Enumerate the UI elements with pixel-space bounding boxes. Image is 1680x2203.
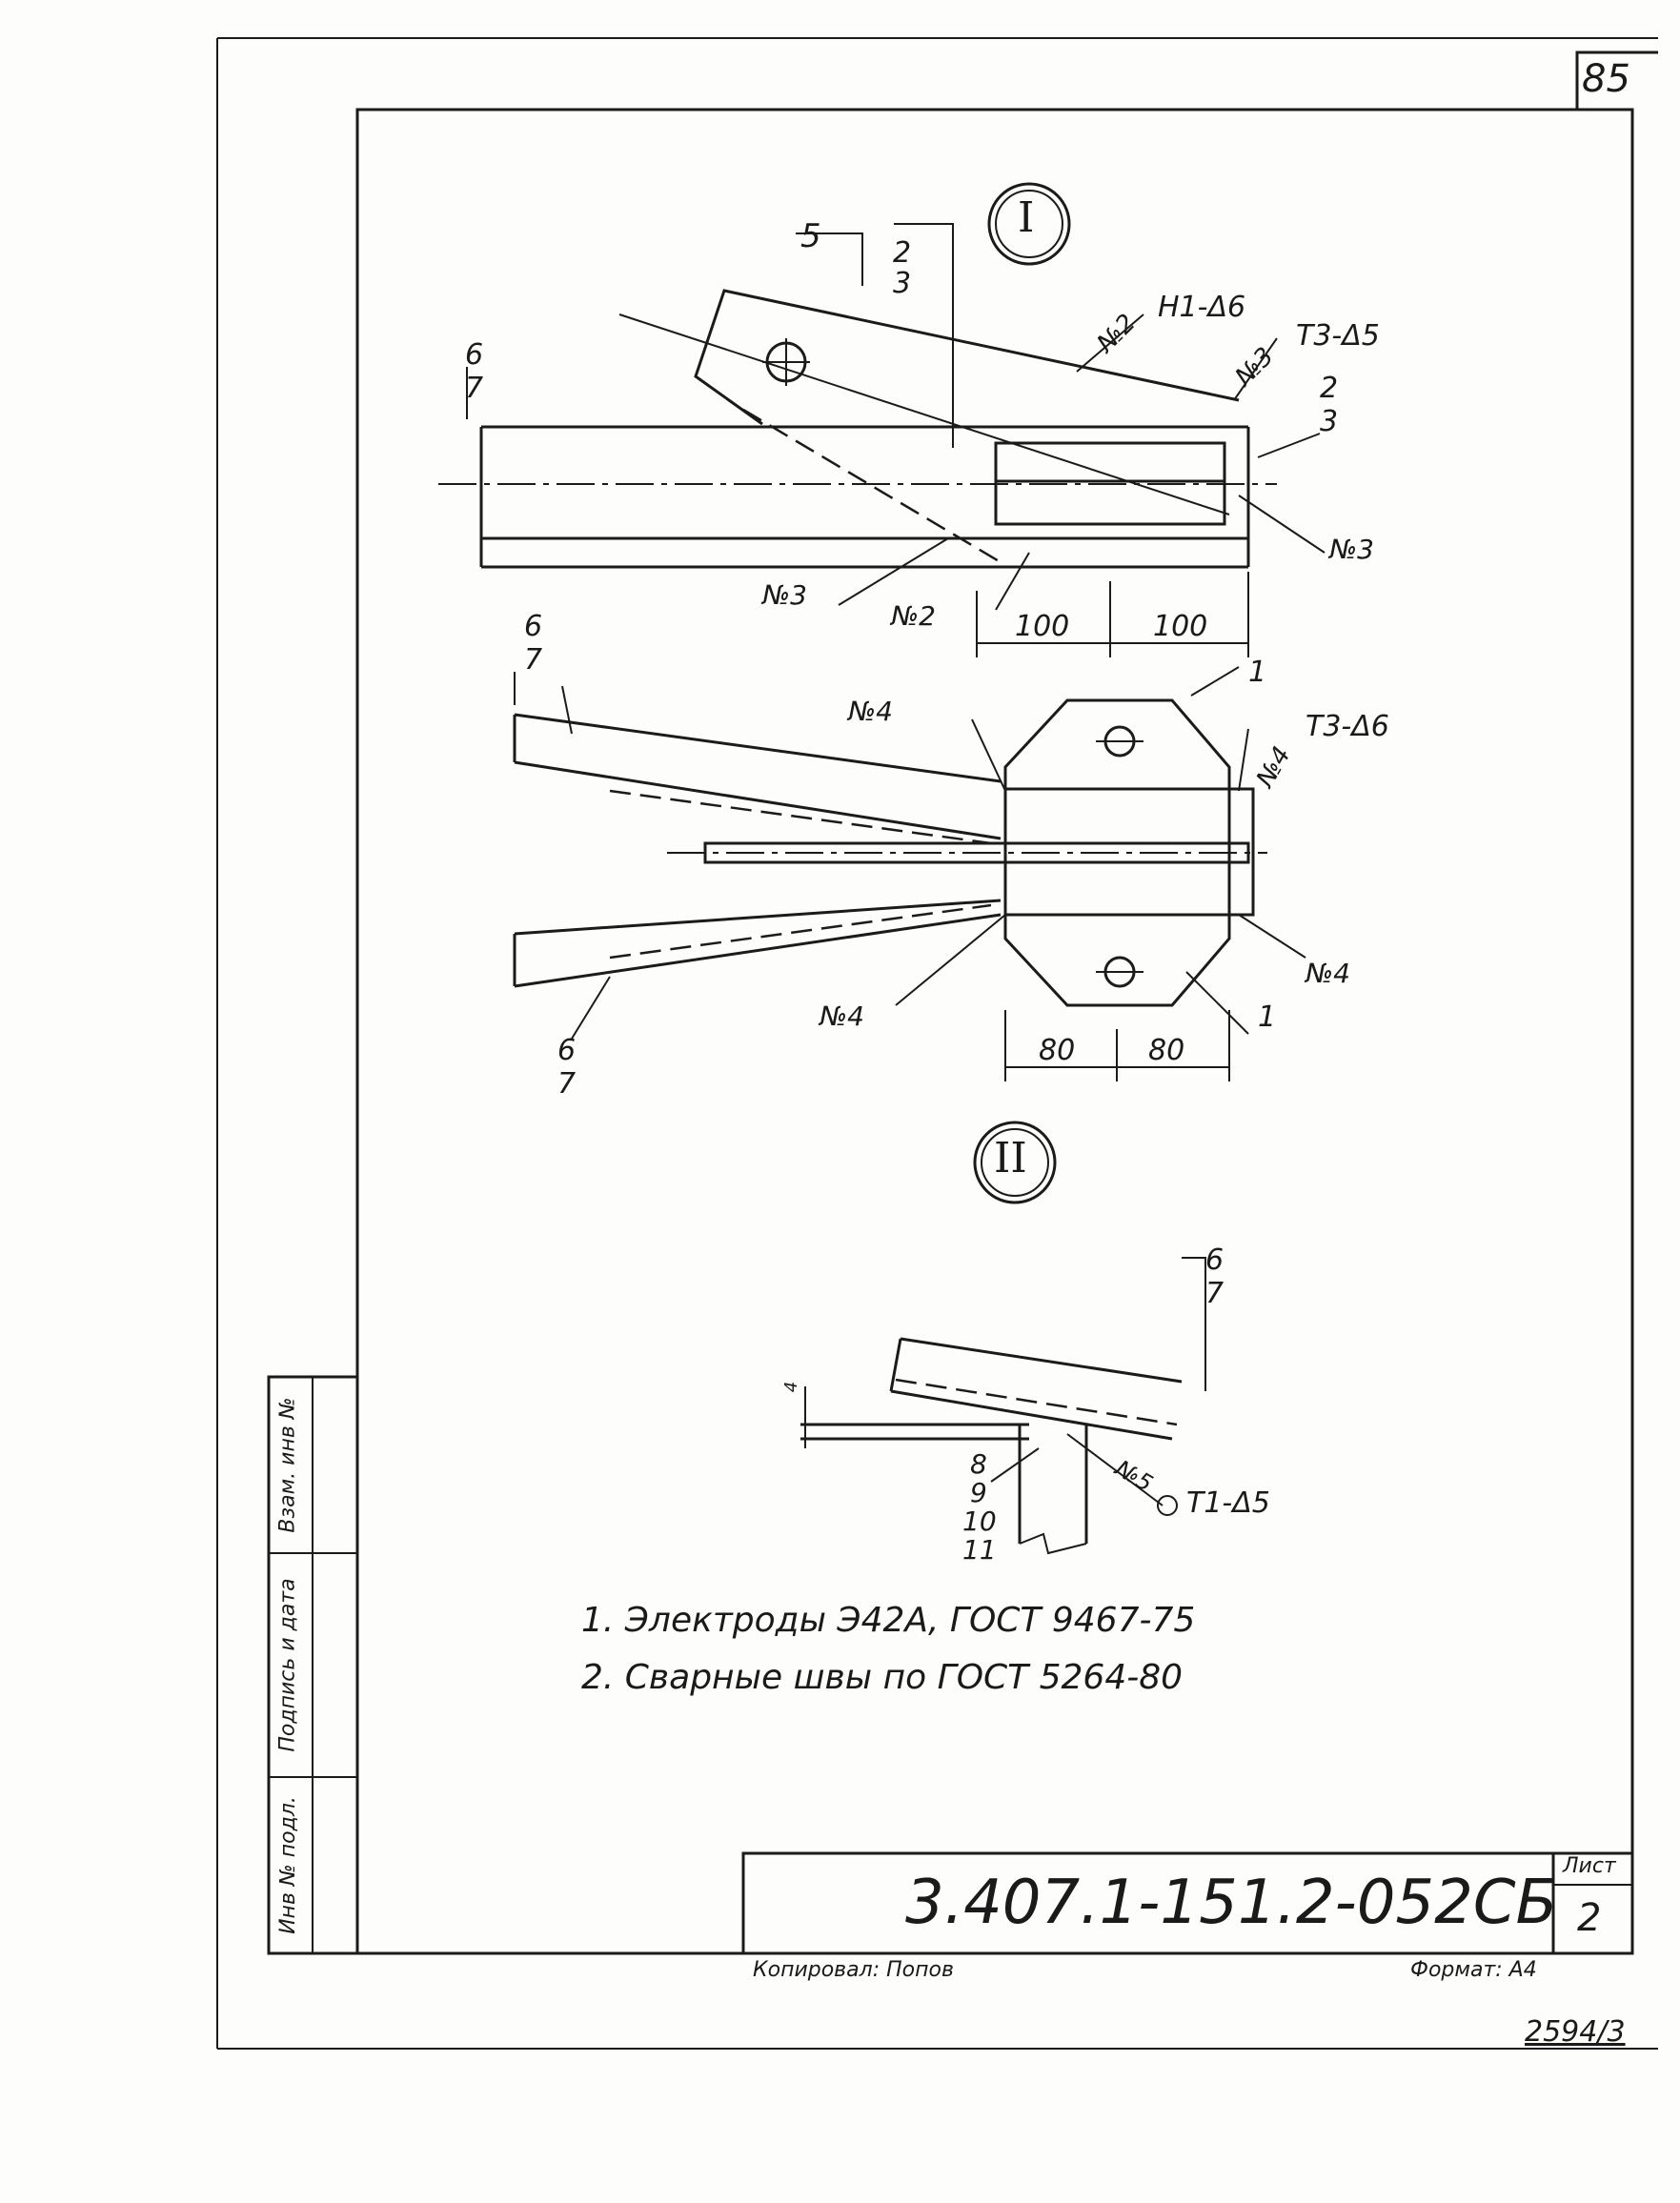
dim-80-left: 80	[1039, 1034, 1076, 1067]
stamp-original-inv: Инв № подл.	[275, 1796, 300, 1934]
view-2	[800, 1121, 1206, 1555]
view2-part-8: 8	[970, 1448, 987, 1480]
view2-part-10: 10	[962, 1506, 997, 1537]
weld-no2-bottom-label: №2	[891, 600, 936, 632]
plan-part-6-top: 6	[524, 610, 543, 643]
stamp-signature-date: Подпись и дата	[275, 1578, 300, 1752]
view-1-elevation	[438, 182, 1326, 657]
view-1-marker: I	[1018, 193, 1035, 242]
weld-no4-bottomright: №4	[1306, 958, 1350, 989]
part-7-label: 7	[465, 372, 484, 405]
weld-no4-bottomleft: №4	[820, 1000, 864, 1032]
dim-100-left: 100	[1015, 610, 1070, 643]
note-2: 2. Сварные швы по ГОСТ 5264-80	[581, 1658, 1184, 1697]
view2-part-9: 9	[970, 1477, 987, 1508]
note-1: 1. Электроды Э42А, ГОСТ 9467-75	[581, 1601, 1196, 1640]
view-1-plan	[513, 666, 1306, 1081]
part-3-right-label: 3	[1320, 405, 1339, 438]
part-5-label: 5	[800, 217, 821, 255]
weld-t3-label: Т3-Δ5	[1296, 319, 1380, 353]
plan-part-1-top: 1	[1248, 656, 1267, 689]
view2-part-7: 7	[1205, 1277, 1225, 1310]
page-number-box	[1575, 51, 1658, 110]
plan-part-1-bottom: 1	[1258, 1000, 1277, 1034]
page-number: 85	[1582, 57, 1630, 101]
copied-by: Копировал: Попов	[753, 1958, 954, 1982]
view2-dim-4: 4	[781, 1381, 802, 1393]
paper-format: Формат: А4	[1410, 1958, 1537, 1982]
part-2-label: 2	[893, 236, 912, 270]
sheet-label: Лист	[1563, 1854, 1616, 1878]
weld-h1-label: Н1-Δ6	[1158, 291, 1246, 324]
document-designation: 3.407.1-151.2-052СБ	[905, 1868, 1558, 1938]
dim-80-right: 80	[1148, 1034, 1185, 1067]
weld-no3-left-label: №3	[762, 579, 807, 611]
weld-no3-right-label: №3	[1329, 534, 1374, 565]
view2-part-11: 11	[962, 1534, 997, 1566]
archive-number: 2594/3	[1525, 2015, 1626, 2049]
plan-part-6-bottom: 6	[557, 1034, 577, 1067]
weld-no4-topleft: №4	[848, 696, 893, 727]
view-2-marker: II	[994, 1134, 1027, 1182]
plan-part-7-top: 7	[524, 643, 543, 677]
weld-t1: Т1-Δ5	[1186, 1486, 1270, 1520]
part-3-label: 3	[893, 267, 912, 300]
part-2-right-label: 2	[1320, 372, 1339, 405]
plan-weld-t3: Т3-Δ6	[1306, 710, 1389, 743]
stamp-replacement-inv: Взам. инв №	[275, 1397, 300, 1533]
title-block	[741, 1851, 1634, 1955]
plan-part-7-bottom: 7	[557, 1067, 577, 1101]
part-6-label: 6	[465, 338, 484, 372]
view2-part-6: 6	[1205, 1243, 1225, 1277]
sheet-number: 2	[1577, 1896, 1602, 1940]
dim-100-right: 100	[1153, 610, 1208, 643]
